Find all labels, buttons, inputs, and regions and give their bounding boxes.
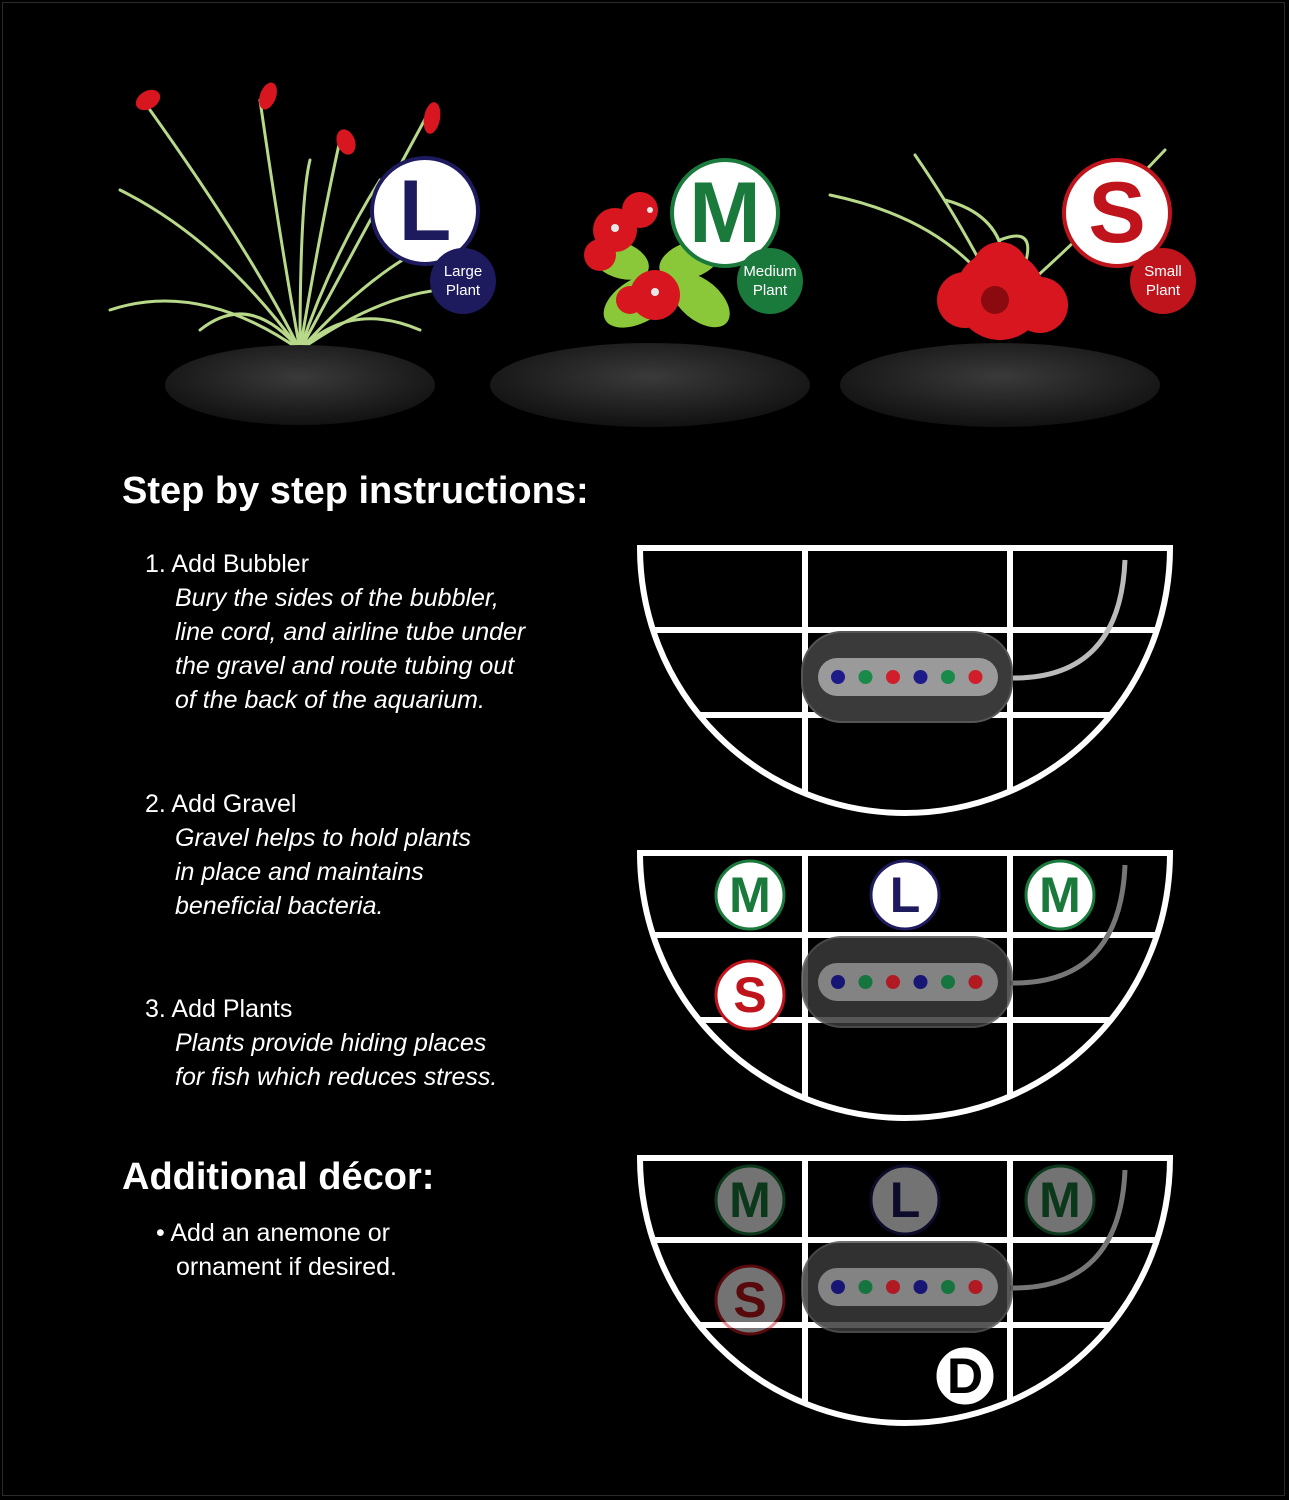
- step-3-title: 3. Add Plants: [145, 995, 293, 1023]
- bubbler: [801, 1241, 1013, 1333]
- medium-plant-badge-left-circle: [714, 1164, 786, 1236]
- large-plant-badge-center-letter: L: [890, 1172, 921, 1228]
- bubbler-led: [886, 1280, 900, 1294]
- airline-tube: [1009, 864, 1128, 986]
- medium-plant-badge-left-letter: M: [729, 867, 771, 923]
- bubbler-led: [941, 670, 955, 684]
- bowl-outline: [636, 1155, 1174, 1426]
- small-plant-badge-circle: [714, 1264, 786, 1336]
- medium-plant-label-line1: Medium: [743, 263, 797, 280]
- bubbler-led: [913, 975, 928, 989]
- step-3-desc-line: Plants provide hiding places: [175, 1029, 487, 1057]
- step-1-desc-line: Bury the sides of the bubbler,: [175, 584, 499, 612]
- decor-line-1: • Add an anemone or: [156, 1219, 390, 1247]
- step-3: 3. Add Plants Plants provide hiding plac…: [145, 992, 497, 1094]
- large-plant-label-line1: Large: [443, 263, 483, 280]
- bubbler: [801, 631, 1013, 723]
- decor-heading: Additional décor:: [122, 1156, 435, 1198]
- bubbler-led: [913, 670, 928, 684]
- medium-plant-badge-right-circle: [1024, 859, 1096, 931]
- small-plant-label-line1: Small: [1144, 263, 1182, 280]
- decor-badge: D: [933, 1344, 997, 1408]
- large-plant-badge-center: L: [869, 859, 941, 931]
- medium-plant-label: Medium Plant: [737, 248, 803, 314]
- small-plant-badge: S: [714, 1264, 786, 1336]
- step-1-title: 1. Add Bubbler: [145, 550, 310, 578]
- medium-plant-badge-left-letter: M: [729, 1172, 771, 1228]
- bubbler-led: [858, 1280, 873, 1294]
- step-3-desc-line: for fish which reduces stress.: [175, 1063, 498, 1091]
- medium-plant-badge-right-circle: [1024, 1164, 1096, 1236]
- decor-badge-letter: D: [947, 1348, 983, 1404]
- medium-plant-badge-left: M: [714, 1164, 786, 1236]
- plant-illustrations: [108, 82, 1167, 427]
- small-plant-badge: S: [714, 959, 786, 1031]
- small-plant-badge: S: [1062, 158, 1172, 268]
- bubbler-strip: [818, 658, 998, 696]
- instructions-heading: Step by step instructions:: [122, 470, 589, 512]
- step-1-desc-line: line cord, and airline tube under: [175, 618, 526, 646]
- bubbler-strip: [818, 1268, 998, 1306]
- small-plant-badge-letter: S: [733, 967, 766, 1023]
- bubbler-led: [968, 1280, 983, 1294]
- medium-plant-label-line2: Plant: [752, 282, 788, 299]
- step-1-desc-line: the gravel and route tubing out: [175, 652, 515, 680]
- bubbler-led: [831, 670, 845, 684]
- step-2-desc-line: in place and maintains: [175, 858, 424, 886]
- step-1-desc-line: of the back of the aquarium.: [175, 686, 485, 714]
- large-plant-image: [108, 82, 482, 425]
- large-plant-badge-center-circle: [869, 1164, 941, 1236]
- small-plant-image: [828, 148, 1167, 427]
- bubbler-led: [968, 975, 983, 989]
- large-plant-badge-center-letter: L: [890, 867, 921, 923]
- bubbler-led: [886, 975, 900, 989]
- bubbler-led: [941, 1280, 955, 1294]
- large-plant-badge: L: [370, 156, 480, 266]
- medium-plant-badge-right-letter: M: [1039, 867, 1081, 923]
- step-1: 1. Add Bubbler Bury the sides of the bub…: [145, 547, 525, 717]
- bubbler-diagram: [636, 545, 1174, 816]
- bowl-outline: [636, 545, 1174, 816]
- medium-plant-badge-right-letter: M: [1039, 1172, 1081, 1228]
- bubbler-led: [913, 1280, 928, 1294]
- large-plant-badge-center: L: [869, 1164, 941, 1236]
- bubbler-strip: [818, 963, 998, 1001]
- small-plant-label: Small Plant: [1130, 248, 1196, 314]
- airline-tube: [1009, 559, 1128, 681]
- decor-text: • Add an anemone or ornament if desired.: [156, 1216, 397, 1284]
- step-2-desc-line: Gravel helps to hold plants: [175, 824, 472, 852]
- medium-plant-badge-right: M: [1024, 1164, 1096, 1236]
- step-2-title: 2. Add Gravel: [145, 790, 297, 818]
- medium-plant-badge-left-circle: [714, 859, 786, 931]
- small-plant-badge-letter: S: [733, 1272, 766, 1328]
- decor-badge-circle: [933, 1344, 997, 1408]
- small-plant-label-line2: Plant: [1145, 282, 1181, 299]
- large-plant-label: Large Plant: [430, 248, 496, 314]
- medium-plant-badge: M: [670, 158, 780, 268]
- bubbler-led: [968, 670, 983, 684]
- airline-tube: [1009, 1169, 1128, 1291]
- small-plant-badge-circle: [714, 959, 786, 1031]
- step-2-desc-line: beneficial bacteria.: [175, 892, 384, 920]
- large-plant-label-line2: Plant: [445, 282, 481, 299]
- large-plant-badge-center-circle: [869, 859, 941, 931]
- bubbler-led: [941, 975, 955, 989]
- bubbler-led: [858, 975, 873, 989]
- medium-plant-badge-left: M: [714, 859, 786, 931]
- step-2: 2. Add Gravel Gravel helps to hold plant…: [145, 787, 471, 923]
- decor-line-2: ornament if desired.: [176, 1253, 397, 1281]
- bubbler-led: [831, 1280, 845, 1294]
- bubbler: [801, 936, 1013, 1028]
- bowl-outline: [636, 850, 1174, 1121]
- bubbler-led: [858, 670, 873, 684]
- bubbler-led: [831, 975, 845, 989]
- medium-plant-badge-right: M: [1024, 859, 1096, 931]
- bubbler-led: [886, 670, 900, 684]
